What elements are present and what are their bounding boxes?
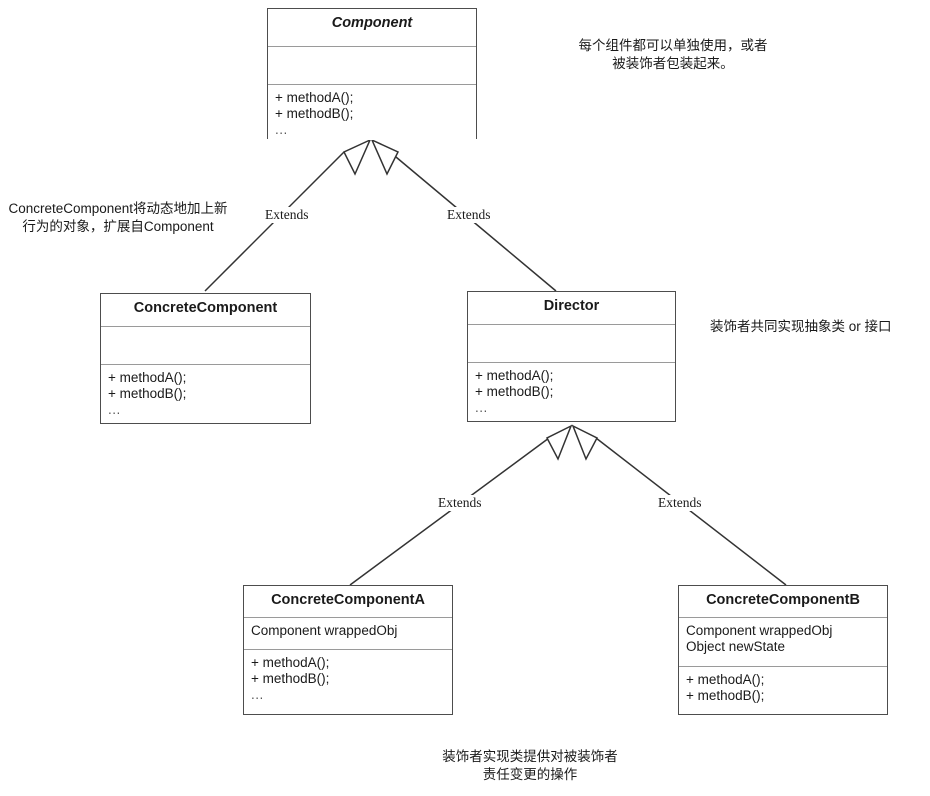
operation-line: + methodB(); (108, 385, 187, 401)
class-operations-concrete-component: + methodA(); + methodB(); ... (101, 365, 310, 423)
attribute-line: Component wrappedObj (686, 623, 833, 638)
class-attributes-concrete-component-a: Component wrappedObj (244, 618, 452, 650)
operation-line-ellipsis: ... (275, 121, 288, 137)
annotation-top-right: 每个组件都可以单独使用，或者 被装饰者包装起来。 (578, 38, 768, 72)
operation-line: + methodA(); (108, 370, 187, 385)
edge-label-concrete-component-extends: Extends (262, 207, 312, 223)
operation-line: + methodA(); (686, 672, 765, 687)
class-name-concrete-component: ConcreteComponent (101, 294, 310, 327)
operation-line: + methodA(); (475, 368, 554, 383)
edge-label-director-extends: Extends (444, 207, 494, 223)
edge-label-concrete-component-b-extends: Extends (655, 495, 705, 511)
operation-line-ellipsis: ... (251, 686, 264, 702)
edge-label-concrete-component-a-extends: Extends (435, 495, 485, 511)
class-name-concrete-component-b: ConcreteComponentB (679, 586, 887, 618)
inheritance-arrowhead-director-left (545, 424, 573, 461)
class-name-concrete-component-a: ConcreteComponentA (244, 586, 452, 618)
annotation-left: ConcreteComponent将动态地加上新 行为的对象，扩展自Compon… (8, 201, 228, 235)
class-operations-concrete-component-b: + methodA(); + methodB(); (679, 667, 887, 714)
operation-line: + methodA(); (275, 90, 354, 105)
class-attributes-component (268, 47, 476, 85)
operation-line: + methodB(); (251, 670, 330, 686)
edge-concrete-component-a-to-director (349, 437, 550, 586)
operation-line: + methodB(); (475, 383, 554, 399)
operation-line: + methodB(); (686, 687, 765, 703)
class-box-concrete-component[interactable]: ConcreteComponent + methodA(); + methodB… (100, 293, 311, 424)
class-operations-director: + methodA(); + methodB(); ... (468, 363, 675, 421)
attribute-line: Object newState (686, 638, 786, 654)
operation-line-ellipsis: ... (108, 401, 121, 417)
class-attributes-concrete-component (101, 327, 310, 365)
class-attributes-director (468, 325, 675, 363)
class-name-director: Director (468, 292, 675, 325)
class-box-component[interactable]: Component + methodA(); + methodB(); ... (267, 8, 477, 140)
annotation-bottom: 装饰者实现类提供对被装饰者 责任变更的操作 (442, 749, 618, 783)
operation-line: + methodB(); (275, 105, 354, 121)
class-box-concrete-component-b[interactable]: ConcreteComponentB Component wrappedObj … (678, 585, 888, 715)
inheritance-arrowhead-director-right (571, 424, 599, 461)
annotation-right: 装饰者共同实现抽象类 or 接口 (710, 319, 892, 334)
inheritance-arrowhead-component-right (370, 138, 400, 176)
class-operations-component: + methodA(); + methodB(); ... (268, 85, 476, 140)
inheritance-arrowhead-component-left (342, 138, 372, 176)
operation-line-ellipsis: ... (475, 399, 488, 415)
operation-line: + methodA(); (251, 655, 330, 670)
class-operations-concrete-component-a: + methodA(); + methodB(); ... (244, 650, 452, 714)
class-name-component: Component (268, 9, 476, 47)
attribute-line: Component wrappedObj (251, 623, 398, 638)
class-attributes-concrete-component-b: Component wrappedObj Object newState (679, 618, 887, 667)
class-box-concrete-component-a[interactable]: ConcreteComponentA Component wrappedObj … (243, 585, 453, 715)
class-box-director[interactable]: Director + methodA(); + methodB(); ... (467, 291, 676, 422)
edge-concrete-component-b-to-director (595, 437, 787, 586)
